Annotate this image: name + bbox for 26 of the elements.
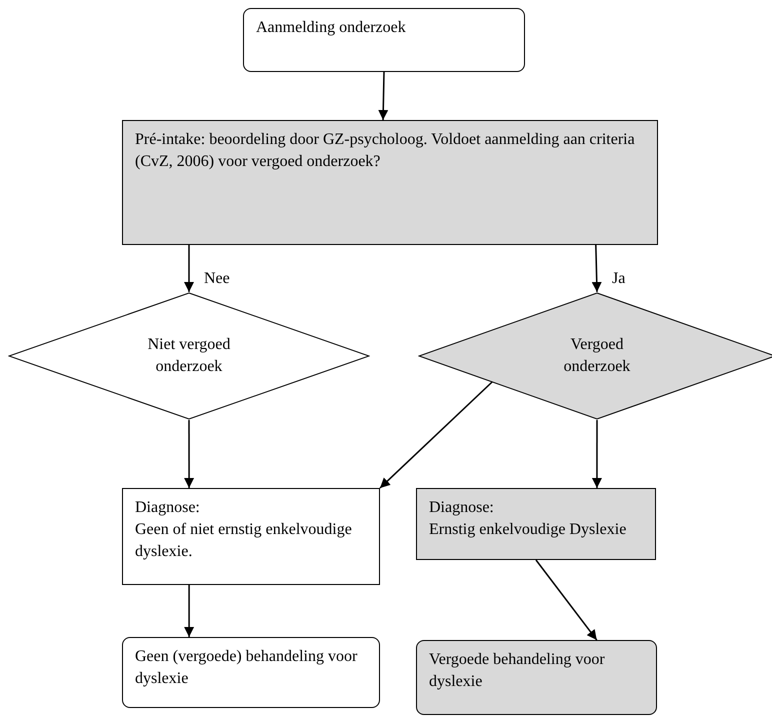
arrow	[378, 72, 388, 120]
node-text: Ernstig enkelvoudige Dyslexie	[429, 520, 628, 540]
node-text: Aanmelding onderzoek	[256, 18, 407, 38]
arrow	[592, 244, 602, 292]
node-text: Geen (vergoede) behandeling voor dyslexie	[135, 647, 358, 689]
node-text: Vergoede behandeling voor dyslexie	[429, 650, 606, 692]
node-text: Vergoed onderzoek	[562, 335, 632, 377]
process-box	[122, 488, 380, 585]
node-text: Pré-intake: beoordeling door GZ-psycholoog. Voldoet aanmelding aan criteria (CvZ, 2006) voor vergoed onderzoek?	[135, 130, 636, 172]
node-text: Diagnose:	[429, 498, 495, 518]
node-text: Geen of niet ernstig enkelvoudige dyslexie.	[135, 520, 353, 562]
arrow	[184, 420, 194, 488]
arrow	[379, 381, 493, 489]
arrow	[535, 560, 598, 640]
process-box	[416, 488, 656, 560]
rounded-box	[416, 640, 657, 715]
decision-diamond	[8, 292, 370, 420]
node-text: Diagnose:	[135, 498, 201, 518]
rounded-box	[122, 637, 380, 708]
arrow	[592, 420, 602, 488]
decision-diamond	[418, 292, 772, 420]
arrow	[184, 245, 194, 292]
node-text: Niet vergoed onderzoek	[146, 335, 232, 377]
process-box	[122, 120, 658, 245]
arrow	[184, 585, 194, 637]
rounded-box	[243, 8, 525, 72]
